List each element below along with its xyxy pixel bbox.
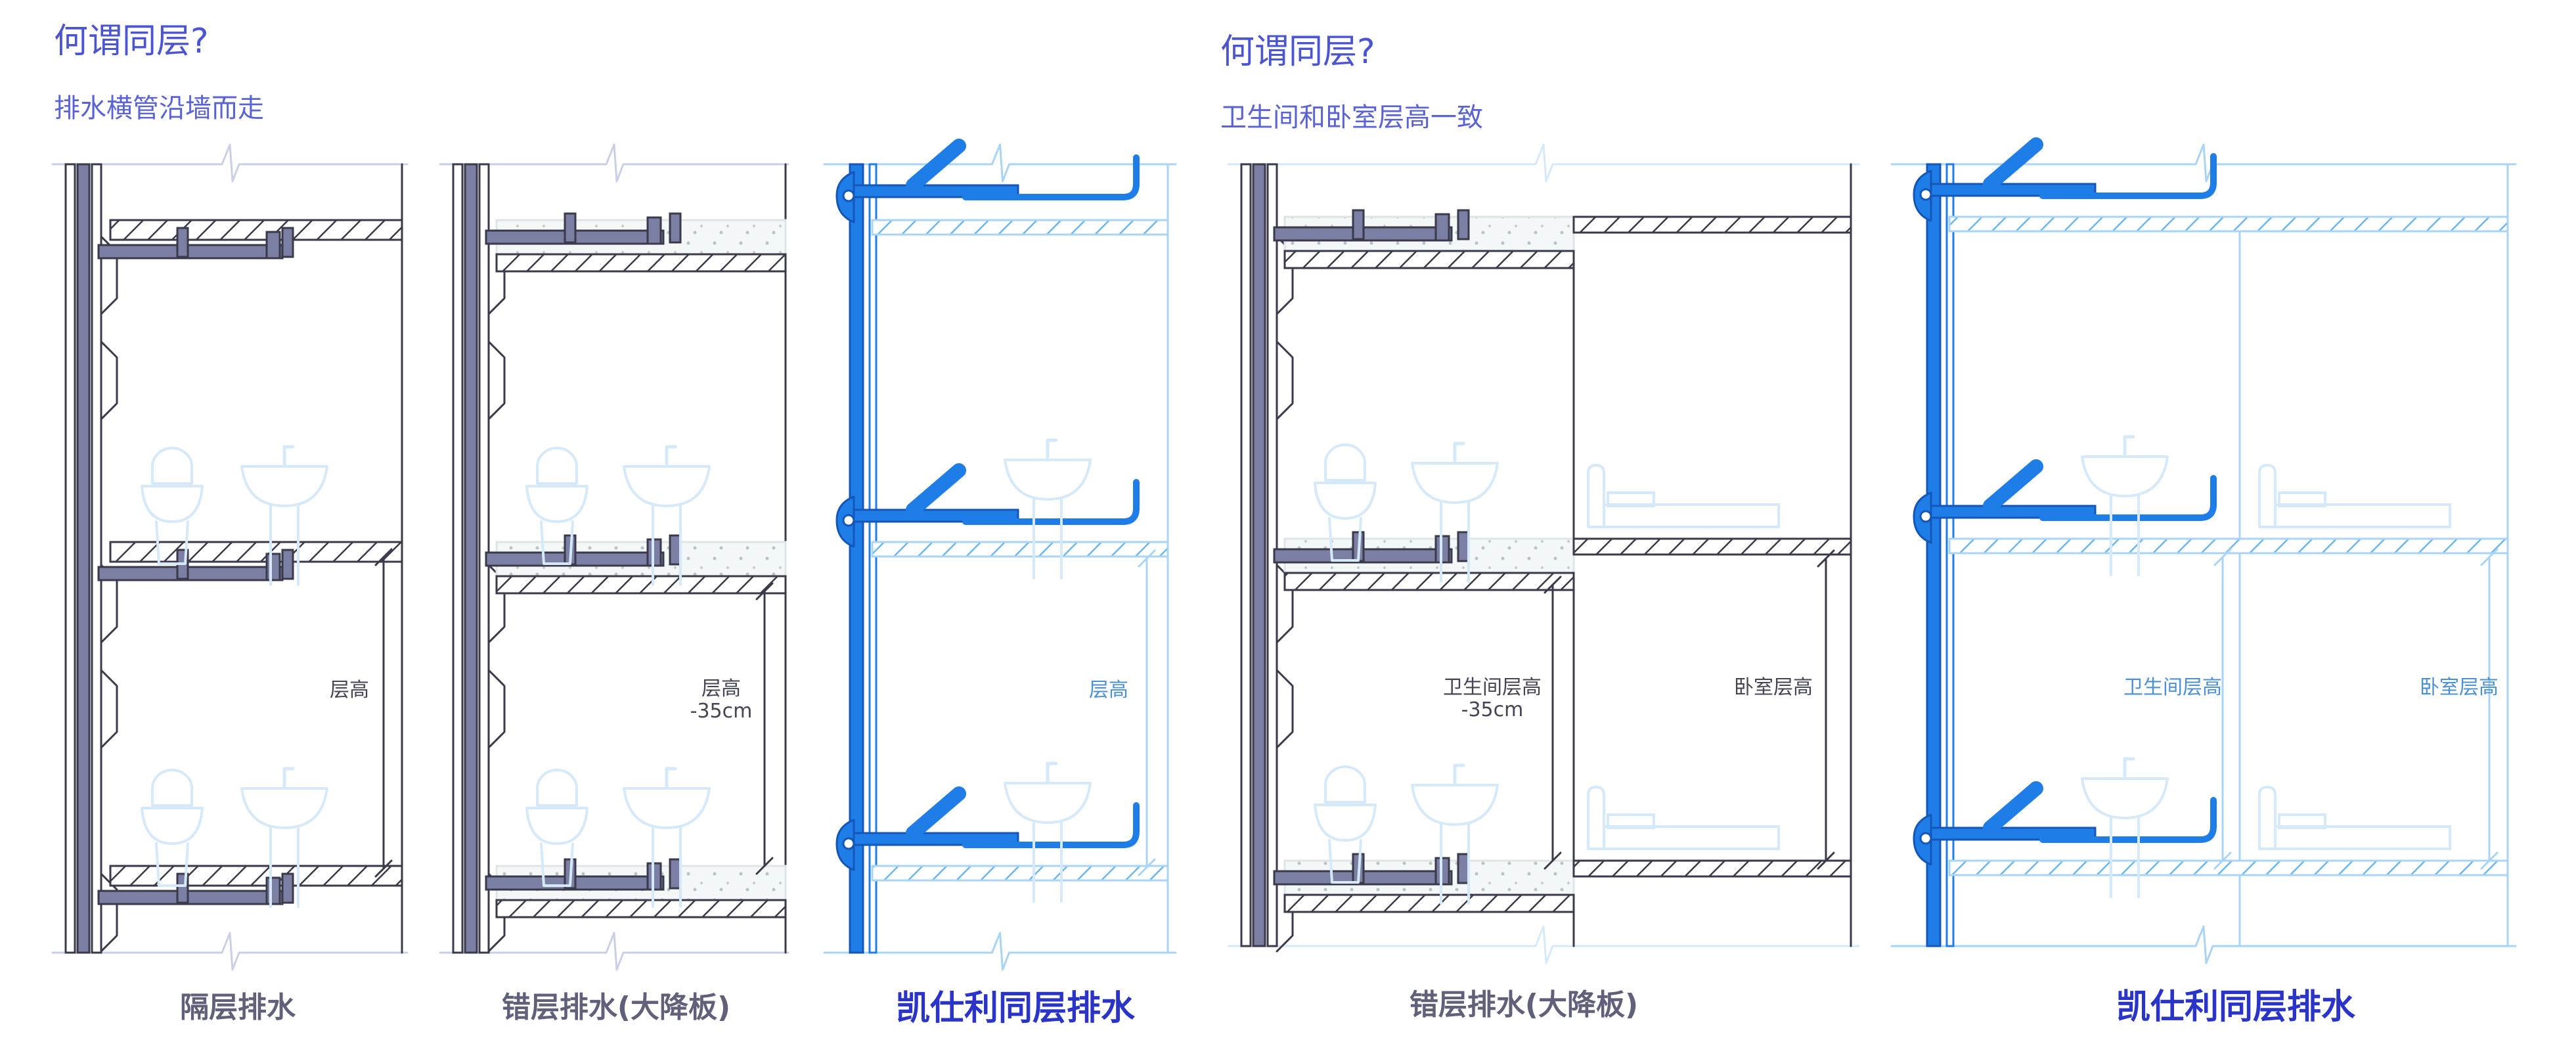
wall-drain-fitting-top — [835, 139, 1140, 223]
caption-separate-floor: 隔层排水 — [180, 991, 296, 1024]
wall-drain-fitting-middle — [835, 463, 1140, 548]
left-section-subtitle: 排水横管沿墙而走 — [54, 93, 264, 124]
vertical-drain-stack — [64, 163, 118, 954]
panel-staggered-bath-bedroom — [1227, 143, 1860, 964]
top-break-line — [1227, 143, 1860, 183]
basin-lower — [1411, 763, 1499, 905]
floor-slab-1 — [871, 541, 1169, 558]
basin-upper — [1004, 438, 1092, 579]
toilet-lower — [141, 769, 204, 887]
basin-upper — [1411, 442, 1499, 583]
bath-height-offset-4: -35cm — [1461, 698, 1524, 721]
toilet-lower — [1314, 765, 1377, 884]
bed-lower — [1587, 786, 1780, 850]
bottom-break-line — [439, 932, 789, 971]
basin-lower — [240, 767, 328, 908]
toilet-upper — [525, 447, 588, 565]
floor-slab-1 — [109, 541, 403, 563]
left-section-title: 何谓同层? — [54, 22, 209, 61]
floor-height-label-2: 层高 — [701, 677, 741, 700]
bath-sunken-slab-2 — [1283, 894, 1575, 913]
sunken-slab-1 — [495, 575, 787, 595]
bedroom-height-label-4: 卧室层高 — [1734, 676, 1813, 699]
basin-lower — [1004, 761, 1092, 903]
bedroom-slab-0 — [1572, 215, 1852, 234]
caption-same-floor-right: 凯仕利同层排水 — [2116, 987, 2356, 1027]
bath-sunken-slab-0 — [1283, 250, 1575, 269]
bottom-break-line — [1890, 925, 2517, 964]
wall-drain-fitting-bottom — [1913, 781, 2217, 866]
caption-staggered-floor-right: 错层排水(大降板) — [1410, 988, 1638, 1022]
wall-drain-fitting-middle — [1913, 459, 2217, 544]
top-break-line — [823, 143, 1177, 183]
floor-height-label-1: 层高 — [330, 679, 369, 702]
panel-separate-floor-drainage — [51, 143, 409, 971]
toilet-lower — [525, 769, 588, 887]
toilet-upper — [1314, 443, 1377, 562]
floor-slab-1 — [1948, 537, 2509, 555]
caption-same-floor: 凯仕利同层排水 — [896, 989, 1136, 1028]
top-break-line — [439, 143, 789, 183]
sunken-slab-0 — [495, 253, 787, 273]
floor-height-label-3: 层高 — [1089, 679, 1128, 702]
bath-drain-0 — [1273, 209, 1470, 242]
basin-upper — [2081, 435, 2169, 576]
sunken-slab-2 — [495, 899, 787, 918]
bottom-break-line — [1227, 925, 1860, 964]
bedroom-slab-1 — [1572, 537, 1852, 556]
floor-height-arrow — [755, 582, 774, 875]
basin-upper — [623, 445, 711, 586]
bedroom-height-label-5: 卧室层高 — [2420, 676, 2498, 699]
bath-height-label-5: 卫生间层高 — [2123, 676, 2222, 699]
toilet-upper — [141, 447, 204, 565]
caption-staggered-floor: 错层排水(大降板) — [502, 991, 730, 1024]
basin-lower — [623, 767, 711, 908]
bedroom-height-arrow — [1817, 549, 1835, 870]
vertical-drain-stack — [849, 163, 877, 954]
bedroom-height-arrow — [2480, 548, 2498, 870]
floor-slab-2 — [1948, 859, 2509, 876]
bath-height-label-4: 卫生间层高 — [1443, 676, 1542, 699]
right-section-subtitle: 卫生间和卧室层高一致 — [1220, 102, 1483, 133]
panel-same-floor-bath-bedroom — [1890, 137, 2517, 964]
bath-height-arrow — [1543, 576, 1562, 870]
floor-slab-0 — [109, 219, 403, 241]
bedroom-slab-2 — [1572, 859, 1852, 878]
basin-upper — [240, 445, 328, 586]
top-break-line — [51, 143, 409, 183]
panel-staggered-floor-drainage — [439, 143, 789, 971]
floor-slab-2 — [871, 865, 1169, 882]
panel-same-floor-drainage — [823, 139, 1177, 971]
bed-upper — [1587, 464, 1780, 528]
basin-lower — [2081, 757, 2169, 898]
below-slab-drain-0 — [97, 227, 294, 260]
bottom-break-line — [823, 932, 1177, 971]
wall-drain-fitting-bottom — [835, 786, 1140, 871]
top-break-line — [1890, 143, 2517, 183]
bed-upper — [2258, 464, 2451, 528]
wall-drain-fitting-top — [1913, 137, 2217, 222]
floor-slab-2 — [109, 865, 403, 887]
bed-lower — [2258, 786, 2451, 850]
vertical-drain-stack — [1926, 163, 1955, 947]
floor-slab-0 — [1948, 215, 2509, 233]
bath-sunken-slab-1 — [1283, 572, 1575, 591]
vertical-drain-stack — [452, 163, 506, 954]
floor-height-offset-2: -35cm — [690, 700, 753, 723]
right-section-title: 何谓同层? — [1220, 32, 1375, 72]
in-fill-drain-0 — [485, 212, 682, 245]
bottom-break-line — [51, 932, 409, 971]
floor-height-arrow — [1138, 549, 1156, 876]
bath-height-arrow — [2213, 548, 2232, 870]
floor-slab-0 — [871, 219, 1169, 236]
bath-drain-2 — [1273, 853, 1470, 886]
floor-height-arrow — [374, 548, 393, 878]
